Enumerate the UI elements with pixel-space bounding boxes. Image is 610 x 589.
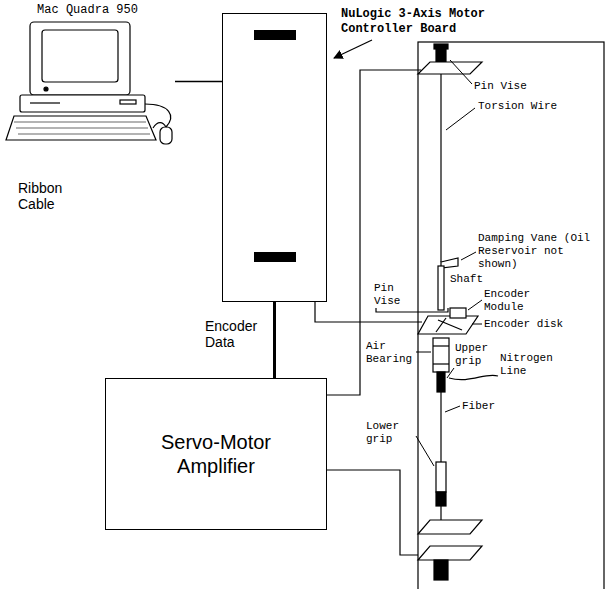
apparatus-frame	[418, 42, 604, 589]
computer-illustration	[6, 22, 172, 144]
key-row	[18, 134, 150, 135]
board-bar	[254, 252, 296, 262]
controller-board: NuLogic 3-Axis Motor Controller Board	[222, 13, 327, 302]
part-label: Upper grip	[455, 342, 495, 368]
signal-label: Encoder Data	[205, 318, 269, 350]
part-label: Shaft	[450, 273, 490, 286]
part-label: Encoder disk	[484, 318, 584, 331]
computer-node: Mac Quadra 950	[0, 0, 175, 150]
part-label: Pin Vise	[374, 282, 414, 308]
torsion-column	[376, 44, 498, 580]
cable-connector	[175, 81, 222, 83]
node-title: NuLogic 3-Axis Motor Controller Board	[341, 7, 519, 37]
amplifier-box: Servo-Motor Amplifier	[105, 378, 327, 530]
leader-arrow	[334, 40, 372, 58]
part-label: Damping Vane (Oil Reservoir not shown)	[478, 232, 596, 271]
node-title: Mac Quadra 950	[0, 0, 175, 17]
part-label: Torsion Wire	[478, 100, 578, 113]
part-label: Nitrogen Line	[500, 352, 564, 378]
part-label: Pin Vise	[474, 80, 564, 93]
part-label: Lower grip	[366, 420, 416, 446]
key-row	[16, 128, 148, 129]
board-bar	[254, 30, 296, 40]
part-label: Encoder Module	[484, 288, 564, 314]
cable-connector	[273, 302, 276, 378]
part-label: Fiber	[462, 400, 512, 413]
cable-label: Ribbon Cable	[18, 180, 80, 212]
key-row	[14, 122, 146, 123]
node-title: Servo-Motor Amplifier	[141, 430, 291, 478]
part-label: Air Bearing	[366, 340, 416, 366]
